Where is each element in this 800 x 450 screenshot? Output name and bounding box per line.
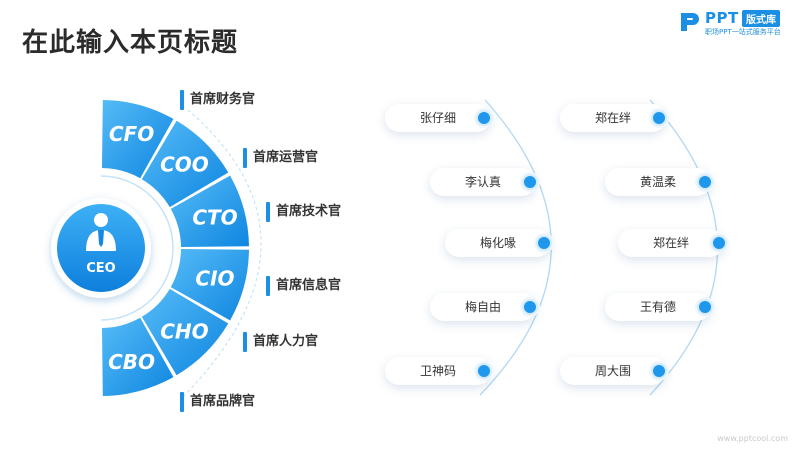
connector-dot <box>697 299 713 315</box>
logo-brand-text: PPT <box>705 9 739 27</box>
name-card: 张仔细 <box>385 104 491 132</box>
page-title: 在此输入本页标题 <box>22 28 239 58</box>
connector-dot <box>476 110 492 126</box>
role-label: 首席人力官 <box>243 330 318 354</box>
segment-cto <box>170 175 249 248</box>
segment-label-cho: CHO <box>160 319 208 343</box>
segment-coo <box>141 120 229 208</box>
segment-label-coo: COO <box>160 153 209 177</box>
role-label: 首席运营官 <box>243 146 318 170</box>
role-label: 首席技术官 <box>266 200 341 224</box>
logo-subtitle: 职场PPT一站式服务平台 <box>705 28 781 36</box>
inner-ring <box>100 175 174 321</box>
ceo-label: CEO <box>86 261 115 276</box>
left-names-arc <box>479 99 552 396</box>
ppt-logo-icon <box>681 13 699 31</box>
role-label: 首席财务官 <box>180 88 255 112</box>
name-card: 黄温柔 <box>605 168 711 196</box>
segment-cfo <box>101 100 174 179</box>
role-connector-arc <box>179 109 262 401</box>
footer-url: www.pptcool.com <box>717 434 788 443</box>
segment-cbo <box>101 317 174 396</box>
segment-label-cbo: CBO <box>108 350 155 374</box>
name-card: 李认真 <box>430 168 536 196</box>
name-card: 周大围 <box>560 357 666 385</box>
segment-label-cio: CIO <box>195 267 234 291</box>
name-card: 郑在绊 <box>560 104 666 132</box>
connector-dot <box>651 363 667 379</box>
brand-logo: PPT 版式库 职场PPT一站式服务平台 <box>678 8 796 38</box>
connector-dot <box>522 299 538 315</box>
name-card: 梅自由 <box>430 293 536 321</box>
role-label: 首席品牌官 <box>180 390 255 414</box>
connector-dot <box>536 235 552 251</box>
name-card: 卫神码 <box>385 357 491 385</box>
logo-badge: 版式库 <box>742 10 780 27</box>
name-card: 梅化喙 <box>445 229 551 257</box>
person-tie-icon <box>86 213 116 251</box>
segment-cio <box>170 248 249 321</box>
connector-dot <box>522 174 538 190</box>
connector-dot <box>476 363 492 379</box>
segment-label-cfo: CFO <box>109 122 154 146</box>
role-label: 首席信息官 <box>266 274 341 298</box>
name-card: 王有德 <box>605 293 711 321</box>
connector-dot <box>697 174 713 190</box>
ceo-node: CEO <box>51 198 151 298</box>
segment-cho <box>141 288 229 376</box>
segment-label-cto: CTO <box>192 205 237 229</box>
name-card: 郑在绊 <box>618 229 724 257</box>
connector-dot <box>711 235 727 251</box>
connector-dot <box>651 110 667 126</box>
